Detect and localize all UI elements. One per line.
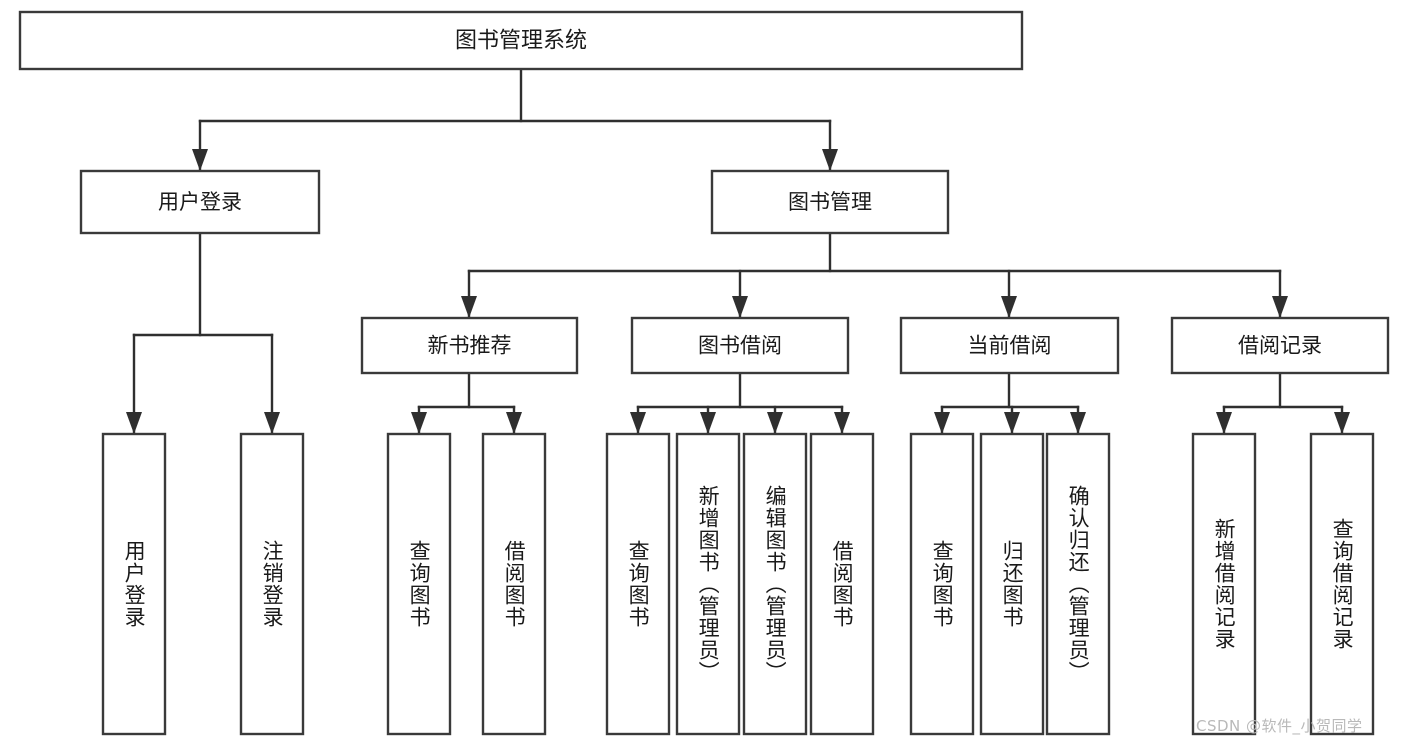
node-box-leaf-borrow-book[interactable] [809, 432, 875, 736]
node-box-leaf-add-book-admin[interactable] [675, 432, 741, 736]
node-leaf[interactable] [605, 432, 671, 736]
node-level1[interactable] [79, 169, 321, 235]
node-level2[interactable] [360, 316, 579, 375]
node-leaf[interactable] [1309, 432, 1375, 736]
node-box-leaf-user-logout[interactable] [239, 432, 305, 736]
node-box-borrow-record[interactable] [1170, 316, 1390, 375]
node-leaf[interactable] [101, 432, 167, 736]
node-label-user-login: 用户登录 [158, 190, 242, 214]
node-leaf[interactable] [809, 432, 875, 736]
node-box-current-borrow[interactable] [899, 316, 1120, 375]
connector-lines-group [126, 67, 1350, 435]
node-box-leaf-query-book-recommend[interactable] [386, 432, 452, 736]
node-label-book-borrow: 图书借阅 [698, 334, 782, 358]
node-boxes-group [18, 10, 1390, 736]
node-box-leaf-borrow-book-recommend[interactable] [481, 432, 547, 736]
node-leaf[interactable] [979, 432, 1045, 736]
node-leaf[interactable] [1191, 432, 1257, 736]
node-label-new-book-recommend: 新书推荐 [428, 334, 512, 358]
node-box-user-login[interactable] [79, 169, 321, 235]
node-leaf[interactable] [481, 432, 547, 736]
node-box-leaf-query-borrow-record[interactable] [1309, 432, 1375, 736]
csdn-watermark: CSDN @软件_小贺同学 [1196, 717, 1363, 735]
node-leaf[interactable] [675, 432, 741, 736]
node-box-leaf-confirm-return-admin[interactable] [1045, 432, 1111, 736]
node-level1[interactable] [710, 169, 950, 235]
node-box-leaf-user-login[interactable] [101, 432, 167, 736]
node-box-leaf-query-book-current[interactable] [909, 432, 975, 736]
node-box-leaf-query-book-borrow[interactable] [605, 432, 671, 736]
node-label-root: 图书管理系统 [455, 29, 587, 54]
node-level2[interactable] [899, 316, 1120, 375]
node-leaf[interactable] [1045, 432, 1111, 736]
node-level2[interactable] [1170, 316, 1390, 375]
node-box-leaf-add-borrow-record[interactable] [1191, 432, 1257, 736]
node-box-new-book-recommend[interactable] [360, 316, 579, 375]
node-level2[interactable] [630, 316, 850, 375]
node-leaf[interactable] [386, 432, 452, 736]
node-leaf[interactable] [239, 432, 305, 736]
node-leaf[interactable] [742, 432, 808, 736]
node-box-book-manage[interactable] [710, 169, 950, 235]
node-box-leaf-return-book[interactable] [979, 432, 1045, 736]
node-box-book-borrow[interactable] [630, 316, 850, 375]
node-label-current-borrow: 当前借阅 [968, 334, 1052, 358]
node-label-book-manage: 图书管理 [788, 190, 872, 214]
node-label-borrow-record: 借阅记录 [1238, 334, 1322, 358]
node-box-root[interactable] [18, 10, 1024, 71]
node-root[interactable] [18, 10, 1024, 71]
node-box-leaf-edit-book-admin[interactable] [742, 432, 808, 736]
node-leaf[interactable] [909, 432, 975, 736]
